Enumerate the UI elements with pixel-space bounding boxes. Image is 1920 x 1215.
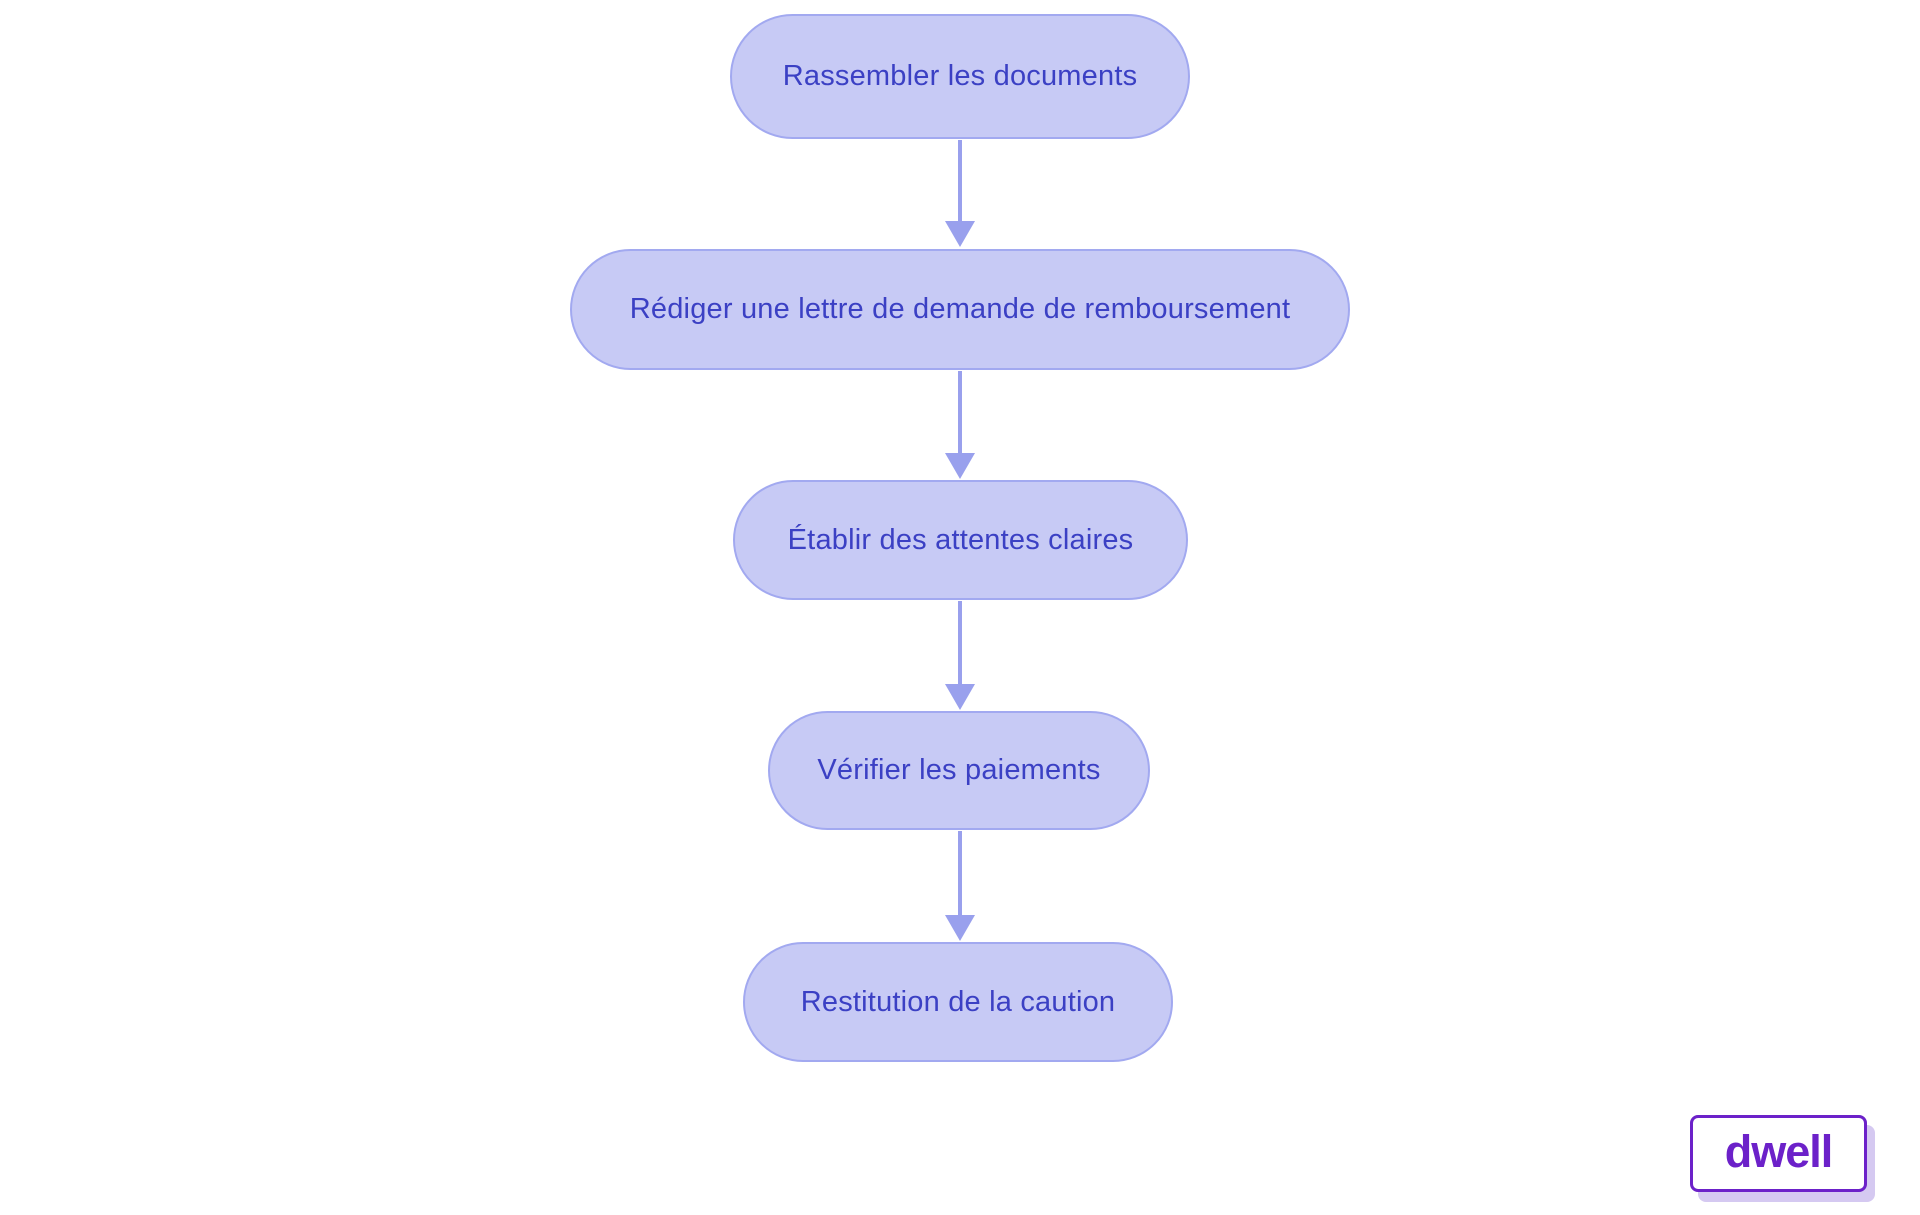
arrow-stem (958, 831, 962, 917)
arrow-head-icon (945, 453, 975, 479)
flow-node-verifier-paiements: Vérifier les paiements (768, 711, 1150, 830)
flow-node-label: Vérifier les paiements (817, 754, 1101, 786)
flow-node-label: Rédiger une lettre de demande de rembour… (629, 293, 1291, 325)
arrow-stem (958, 601, 962, 686)
dwell-logo: dwell (1690, 1115, 1867, 1192)
flow-node-label: Rassembler les documents (782, 60, 1138, 92)
flow-node-label: Restitution de la caution (800, 985, 1116, 1018)
arrow-head-icon (945, 221, 975, 247)
arrow-head-icon (945, 915, 975, 941)
flow-node-restitution-caution: Restitution de la caution (743, 942, 1173, 1062)
arrow-head-icon (945, 684, 975, 710)
arrow-stem (958, 140, 962, 223)
dwell-logo-text: dwell (1724, 1126, 1834, 1177)
flow-node-label: Établir des attentes claires (787, 523, 1134, 556)
flow-node-rediger-lettre: Rédiger une lettre de demande de rembour… (570, 249, 1350, 370)
flow-node-rassembler-documents: Rassembler les documents (730, 14, 1190, 139)
flow-node-etablir-attentes: Établir des attentes claires (733, 480, 1188, 600)
arrow-stem (958, 371, 962, 455)
